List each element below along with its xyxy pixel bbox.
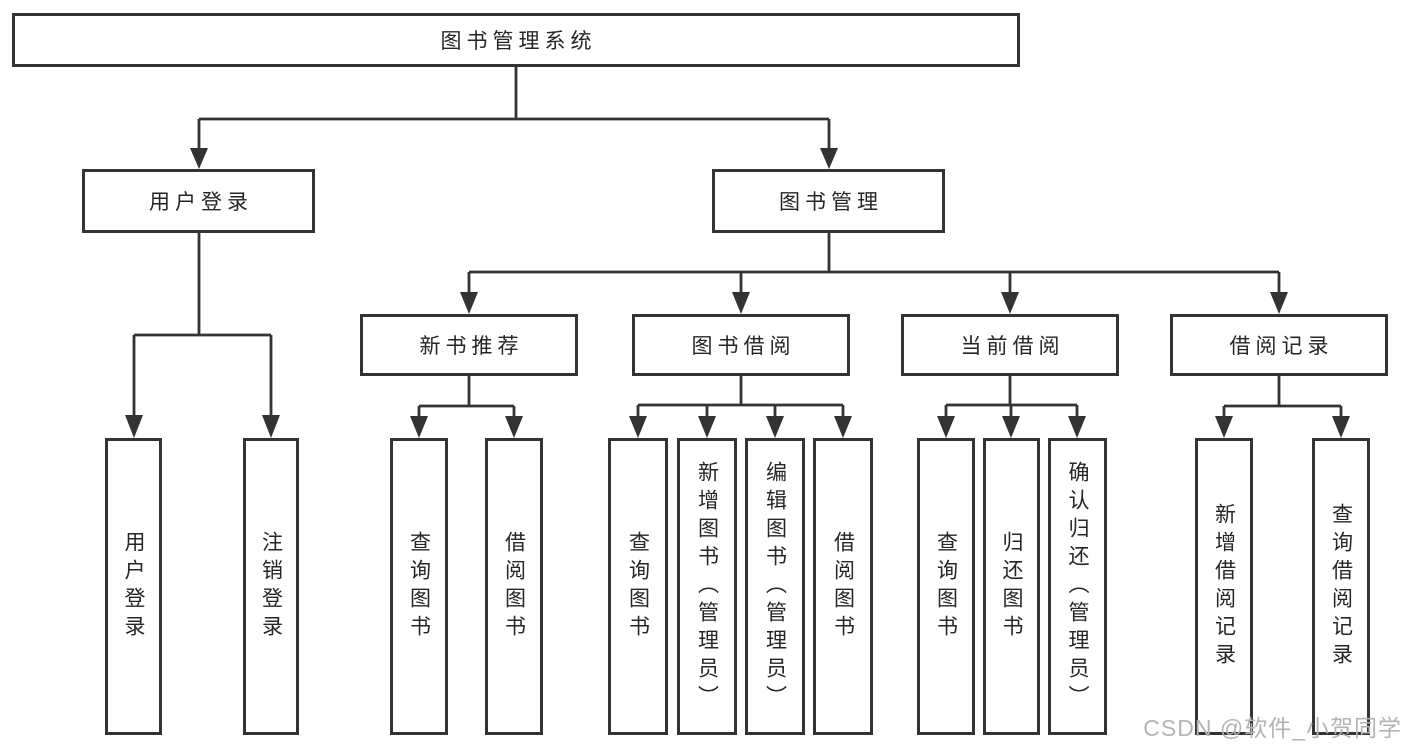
connector-borrow-records [1222, 376, 1343, 418]
connector-current-borrow [944, 376, 1079, 418]
node-root-library-system: 图书管理系统 [12, 13, 1020, 67]
arrow-down-icon [834, 416, 852, 438]
leaf-records-add-record: 新增借阅记录 [1195, 438, 1253, 735]
leaf-new-query-books: 查询图书 [390, 438, 448, 735]
arrow-down-icon [1332, 416, 1350, 438]
node-new-book-recommend: 新书推荐 [360, 314, 578, 376]
arrow-down-icon [937, 416, 955, 438]
node-current-borrow: 当前借阅 [901, 314, 1119, 376]
leaf-borrow-add-books-admin: 新增图书（管理员） [677, 438, 737, 735]
node-book-borrow: 图书借阅 [632, 314, 850, 376]
leaf-borrow-edit-books-admin: 编辑图书（管理员） [745, 438, 805, 735]
connector-root [197, 67, 831, 151]
arrow-down-icon [262, 415, 280, 438]
connector-book-borrow [636, 376, 845, 418]
leaf-borrow-borrow-books: 借阅图书 [813, 438, 873, 735]
arrow-down-icon [1270, 292, 1288, 314]
connector-book-management [467, 233, 1281, 294]
arrow-down-icon [1215, 416, 1233, 438]
connector-new-book [417, 376, 516, 418]
leaf-logout: 注销登录 [243, 438, 299, 735]
node-borrow-records: 借阅记录 [1170, 314, 1388, 376]
arrow-down-icon [1068, 416, 1086, 438]
leaf-current-return-books: 归还图书 [983, 438, 1040, 735]
arrow-down-icon [698, 416, 716, 438]
node-book-management: 图书管理 [712, 169, 945, 233]
arrow-down-icon [629, 416, 647, 438]
leaf-new-borrow-books: 借阅图书 [485, 438, 543, 735]
leaf-borrow-query-books: 查询图书 [608, 438, 668, 735]
csdn-watermark: CSDN @软件_小贺同学 [1143, 715, 1402, 741]
arrow-down-icon [460, 292, 478, 314]
leaf-current-confirm-return-admin: 确认归还（管理员） [1048, 438, 1107, 735]
arrow-down-icon [766, 416, 784, 438]
leaf-user-login: 用户登录 [105, 438, 162, 735]
leaf-records-query-record: 查询借阅记录 [1312, 438, 1370, 735]
arrow-down-icon [190, 148, 208, 169]
arrow-down-icon [410, 416, 428, 438]
arrow-down-icon [1001, 292, 1019, 314]
connector-lines [132, 67, 1343, 418]
arrow-down-icon [505, 416, 523, 438]
arrow-down-icon [732, 292, 750, 314]
arrowheads [125, 148, 1350, 438]
leaf-current-query-books: 查询图书 [917, 438, 975, 735]
arrow-down-icon [1002, 416, 1020, 438]
arrow-down-icon [125, 415, 143, 438]
connector-user-login [132, 233, 273, 418]
node-user-login: 用户登录 [82, 169, 315, 233]
arrow-down-icon [820, 148, 838, 169]
